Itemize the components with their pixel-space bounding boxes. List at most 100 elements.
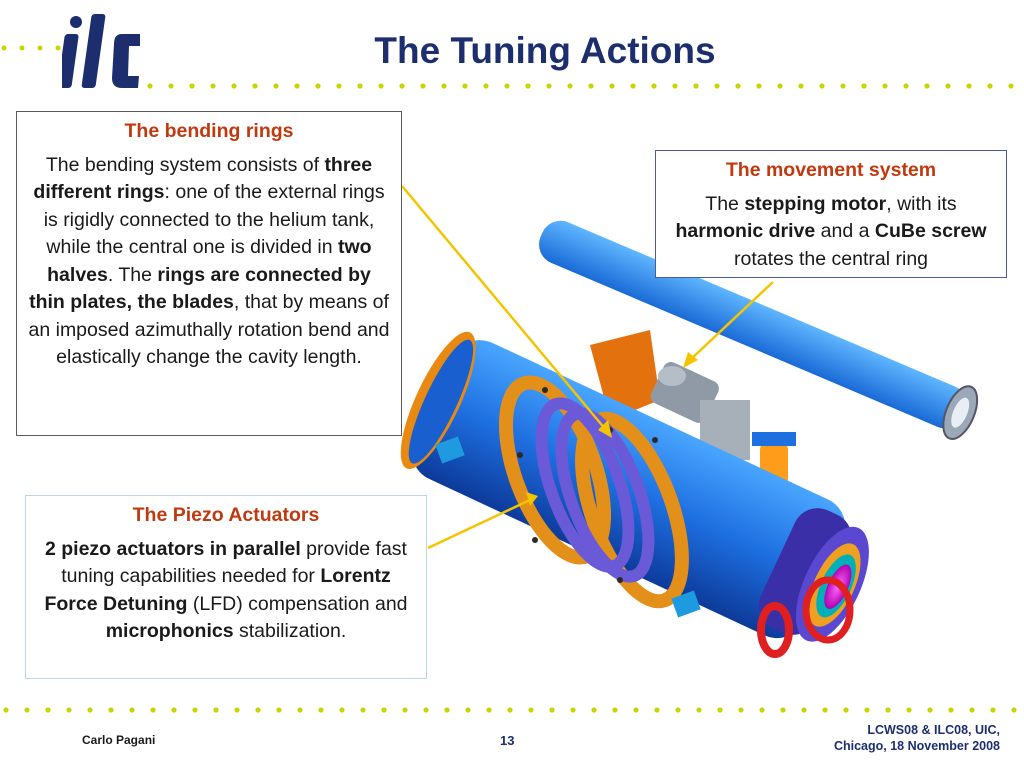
dot xyxy=(696,707,702,713)
movement-system-text: The stepping motor, with its harmonic dr… xyxy=(675,192,987,270)
dot xyxy=(462,83,468,89)
dot xyxy=(987,83,993,89)
dot xyxy=(885,707,891,713)
dot xyxy=(168,83,174,89)
dot xyxy=(882,83,888,89)
piezo-actuators-text: 2 piezo actuators in parallel provide fa… xyxy=(44,537,408,643)
dot xyxy=(273,83,279,89)
dot xyxy=(318,707,324,713)
movement-system-heading: The movement system xyxy=(725,159,937,181)
dot xyxy=(693,83,699,89)
footer-author: Carlo Pagani xyxy=(82,733,156,747)
dot xyxy=(675,707,681,713)
dot xyxy=(255,707,261,713)
dot xyxy=(759,707,765,713)
dot xyxy=(483,83,489,89)
dot xyxy=(192,707,198,713)
movement-system-box: The movement system The stepping motor, … xyxy=(655,150,1007,278)
footer-dotted-line xyxy=(3,707,1017,713)
dot xyxy=(360,707,366,713)
dot xyxy=(630,83,636,89)
dot xyxy=(924,83,930,89)
dot xyxy=(252,83,258,89)
dot xyxy=(735,83,741,89)
dot xyxy=(147,83,153,89)
dot xyxy=(591,707,597,713)
dot xyxy=(840,83,846,89)
dot xyxy=(927,707,933,713)
dot xyxy=(945,83,951,89)
dot xyxy=(276,707,282,713)
dot xyxy=(465,707,471,713)
dot xyxy=(315,83,321,89)
dot xyxy=(150,707,156,713)
dot xyxy=(336,83,342,89)
piezo-actuators-box: The Piezo Actuators 2 piezo actuators in… xyxy=(25,495,427,679)
slide-title: The Tuning Actions xyxy=(374,30,716,71)
dot xyxy=(903,83,909,89)
dot xyxy=(822,707,828,713)
dot xyxy=(969,707,975,713)
dot xyxy=(399,83,405,89)
header-dotted-line xyxy=(147,83,1014,89)
dot xyxy=(588,83,594,89)
bending-rings xyxy=(498,375,689,609)
dot xyxy=(546,83,552,89)
dot xyxy=(24,707,30,713)
dot xyxy=(1011,707,1017,713)
dot xyxy=(612,707,618,713)
dot xyxy=(717,707,723,713)
dot xyxy=(777,83,783,89)
dot xyxy=(108,707,114,713)
top-left-dotted-line xyxy=(1,45,61,51)
dot xyxy=(990,707,996,713)
dot xyxy=(549,707,555,713)
dot xyxy=(504,83,510,89)
dot xyxy=(486,707,492,713)
dot xyxy=(570,707,576,713)
dot xyxy=(189,83,195,89)
dot xyxy=(357,83,363,89)
dot xyxy=(507,707,513,713)
dot xyxy=(339,707,345,713)
dot xyxy=(3,707,9,713)
bending-rings-heading: The bending rings xyxy=(124,120,294,142)
dot xyxy=(525,83,531,89)
piezo-actuators-heading: The Piezo Actuators xyxy=(132,504,320,526)
dot xyxy=(381,707,387,713)
dot xyxy=(738,707,744,713)
footer-event-line2: Chicago, 18 November 2008 xyxy=(833,739,1000,753)
callout-arrows xyxy=(401,185,774,550)
dot xyxy=(444,707,450,713)
dot xyxy=(798,83,804,89)
dot xyxy=(651,83,657,89)
footer-event-line1: LCWS08 & ILC08, UIC, xyxy=(867,723,1000,737)
support-pipe xyxy=(539,220,979,440)
dot xyxy=(294,83,300,89)
dot xyxy=(654,707,660,713)
dot xyxy=(213,707,219,713)
dot xyxy=(861,83,867,89)
dot xyxy=(420,83,426,89)
dot xyxy=(297,707,303,713)
dot xyxy=(567,83,573,89)
dot xyxy=(234,707,240,713)
dot xyxy=(633,707,639,713)
footer-event: LCWS08 & ILC08, UIC, Chicago, 18 Novembe… xyxy=(780,722,1000,754)
dot xyxy=(171,707,177,713)
dot xyxy=(45,707,51,713)
dot xyxy=(87,707,93,713)
dot xyxy=(864,707,870,713)
dot xyxy=(714,83,720,89)
dot xyxy=(129,707,135,713)
bending-rings-text: The bending system consists of three dif… xyxy=(28,153,390,369)
dot xyxy=(756,83,762,89)
dot xyxy=(423,707,429,713)
dot xyxy=(819,83,825,89)
dot xyxy=(801,707,807,713)
dot xyxy=(966,83,972,89)
dot xyxy=(402,707,408,713)
dot xyxy=(609,83,615,89)
dot xyxy=(441,83,447,89)
